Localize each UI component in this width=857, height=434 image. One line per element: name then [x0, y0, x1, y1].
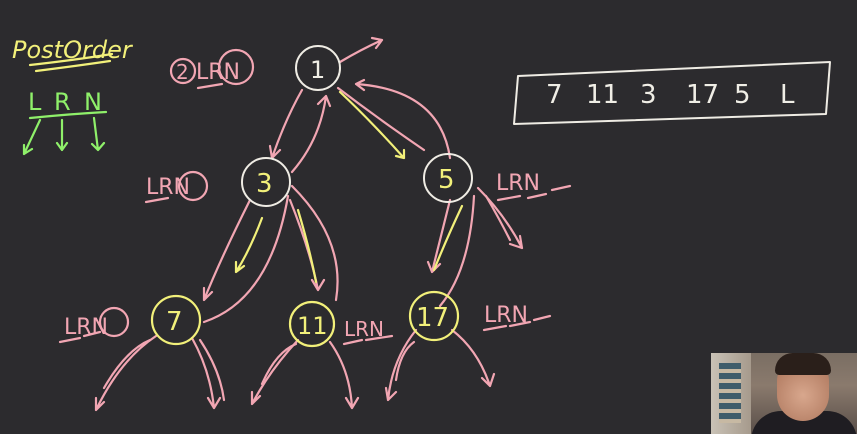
root-exit-arrow: [338, 36, 384, 64]
edge-3-to-11-yellow: [296, 208, 318, 284]
node-3-order-label: LRN: [144, 170, 209, 204]
node-5-order-label: LRN: [496, 171, 572, 202]
node-7-circle: [150, 294, 202, 346]
edge-11-left-null-return: [260, 342, 298, 386]
rule-letter-l: L: [28, 88, 42, 116]
tree-nodes: 1 3 5 7 11 17: [150, 45, 473, 348]
edge-11-left-null: [250, 338, 300, 406]
webcam-presenter-hair: [775, 353, 831, 375]
output-value-3: 3: [640, 80, 657, 110]
edge-1-to-5-line: [336, 86, 426, 152]
webcam-presenter-body: [751, 411, 857, 434]
edge-17-left-null-return: [394, 340, 416, 382]
node-3-order-circle: [177, 170, 209, 202]
node-11: 11: [288, 300, 336, 348]
output-sequence-box: 7 11 3 17 5 L: [513, 61, 831, 125]
node-order-labels: LRN LRN LRN LRN LRN: [58, 170, 572, 346]
rule-arrow-r: [55, 118, 69, 152]
edge-3-to-7: [202, 198, 252, 302]
edge-17-return-5: [438, 194, 476, 308]
title-underline-2: [34, 59, 112, 73]
rule-underline: [28, 110, 108, 120]
edge-1-to-3: [268, 88, 304, 160]
edge-7-left-null: [94, 334, 158, 412]
node-1: 1: [295, 45, 341, 91]
rule-arrow-l: [22, 118, 42, 156]
rule-group: L R N: [22, 88, 108, 156]
edge-7-right-null-return: [198, 338, 226, 402]
edge-1-to-5-yellow: [338, 90, 406, 160]
root-order-underline: [196, 82, 224, 90]
edge-11-right-null: [328, 340, 360, 410]
output-value-5: 5: [734, 80, 751, 110]
node-7: 7: [150, 294, 202, 346]
edge-5-right-null: [476, 186, 524, 250]
node-17-value: 17: [416, 303, 449, 333]
node-7-order-underline: [58, 330, 102, 344]
output-value-1: 7: [546, 80, 563, 110]
node-11-circle: [288, 300, 336, 348]
node-3-order-underline: [144, 196, 170, 204]
edge-17-left-null: [384, 328, 418, 402]
rule-arrow-n: [90, 116, 106, 152]
rule-letter-n: N: [84, 88, 102, 116]
webcam-background-shelf: [711, 353, 751, 434]
node-7-value: 7: [166, 307, 183, 337]
output-value-6: L: [780, 80, 795, 110]
traversal-arrows: [94, 36, 524, 412]
node-17-circle: [408, 290, 460, 342]
node-11-order-label: LRN: [342, 317, 394, 346]
title-underline-1: [28, 52, 114, 67]
node-3-value: 3: [256, 169, 273, 199]
node-3-circle: [241, 157, 291, 207]
edge-5-to-17: [426, 198, 452, 274]
node-7-order-label: LRN: [58, 306, 130, 344]
edge-7-return-3: [202, 194, 290, 324]
node-17: 17: [408, 290, 460, 342]
node-11-order-underline: [342, 334, 394, 346]
node-5-order-underline: [496, 184, 572, 202]
edge-5-right-null-return: [484, 194, 512, 242]
output-box-outline: [513, 61, 831, 125]
edge-5-to-17-yellow: [432, 204, 464, 272]
edge-5-return-1: [354, 78, 452, 160]
root-order-label: 2 LRN: [169, 48, 255, 90]
presenter-webcam-icon: [711, 353, 857, 434]
edge-7-right-null: [190, 336, 222, 410]
edge-7-left-null-return: [102, 338, 152, 390]
node-5: 5: [423, 153, 473, 203]
node-17-order-label: LRN: [482, 303, 552, 332]
node-1-value: 1: [310, 56, 325, 84]
root-order-text: LRN: [196, 60, 240, 85]
node-11-order-text: LRN: [344, 317, 384, 341]
edge-17-right-null: [450, 328, 496, 388]
edge-3-to-7-yellow: [234, 216, 264, 274]
root-order-n-circle: [217, 48, 255, 86]
output-value-2: 11: [586, 80, 619, 110]
node-5-value: 5: [438, 165, 455, 195]
node-5-circle: [423, 153, 473, 203]
node-5-order-text: LRN: [496, 171, 540, 196]
title-group: PostOrder: [12, 36, 134, 73]
node-17-order-underline: [482, 314, 552, 332]
output-value-4: 17: [686, 80, 719, 110]
root-order-prefix: 2: [176, 60, 189, 84]
rule-letter-r: R: [54, 88, 71, 116]
edge-11-return-3: [290, 184, 339, 302]
root-order-prefix-circle: [169, 57, 197, 85]
node-7-order-circle: [98, 306, 130, 338]
node-11-value: 11: [297, 312, 328, 340]
node-3: 3: [241, 157, 291, 207]
node-1-circle: [295, 45, 341, 91]
edge-3-return-1: [290, 94, 332, 174]
